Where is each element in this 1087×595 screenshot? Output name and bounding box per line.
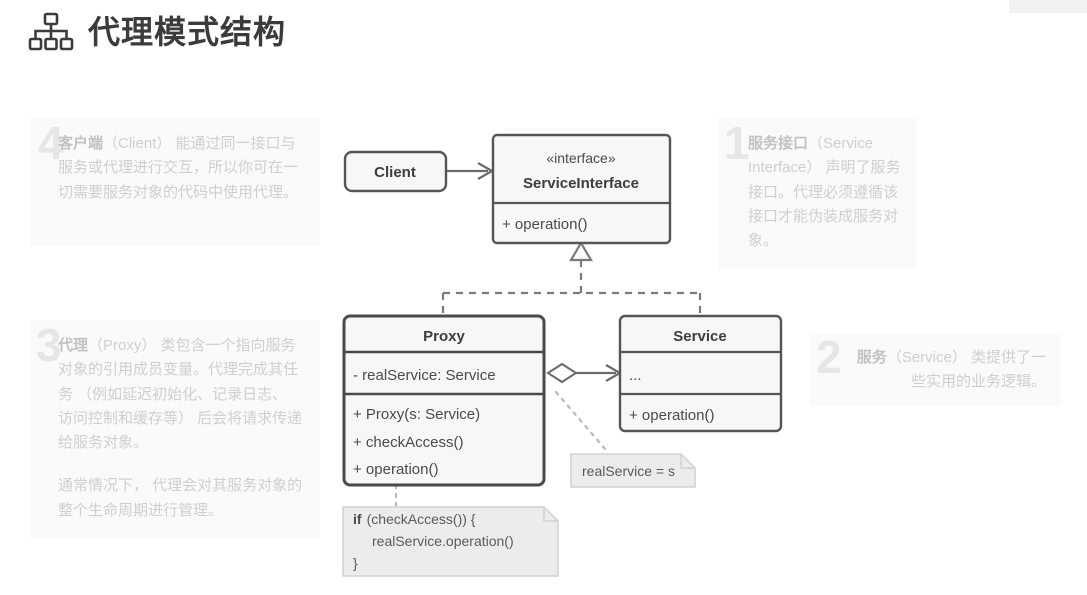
card-paragraph: （Proxy） 类包含一个指向服务对象的引用成员变量。代理完成其任务 （例如延迟… <box>58 337 303 452</box>
class-method-proxy-2: + operation() <box>353 461 438 478</box>
class-method-service-0: + operation() <box>629 407 714 424</box>
class-name-serviceinterface: ServiceInterface <box>523 175 639 192</box>
sitemap-hierarchy-icon <box>28 12 74 51</box>
class-box-serviceinterface[interactable]: «interface» ServiceInterface + operation… <box>491 133 672 245</box>
class-box-client[interactable]: Client <box>343 150 448 193</box>
class-name-proxy: Proxy <box>423 328 465 345</box>
card-paragraph: （Service） 类提供了一些实用的业务逻辑。 <box>886 349 1046 391</box>
card-paragraph: （Service Interface） 声明了服务接口。代理必须遵循该接口才能伪… <box>748 135 901 250</box>
card-number: 3 <box>36 319 62 371</box>
relation-realization-triangle <box>441 240 702 316</box>
class-method-proxy-0: + Proxy(s: Service) <box>353 406 480 423</box>
class-box-service[interactable]: Service ... + operation() <box>618 314 783 433</box>
note-realservice-assignment: realService = s <box>570 453 696 488</box>
relation-client-to-serviceinterface <box>447 162 495 180</box>
class-name-client: Client <box>374 164 416 181</box>
card-number: 2 <box>816 331 842 383</box>
class-stereotype-serviceinterface: «interface» <box>546 150 615 166</box>
note-code-line-2: } <box>353 555 358 571</box>
card-body: 代理（Proxy） 类包含一个指向服务对象的引用成员变量。代理完成其任务 （例如… <box>58 334 304 523</box>
relation-proxy-aggregates-service <box>546 362 623 384</box>
card-term: 客户端 <box>58 135 104 152</box>
note-code-keyword: if <box>353 511 362 527</box>
card-number: 4 <box>38 117 64 169</box>
page-title-row: 代理模式结构 <box>28 12 286 52</box>
info-card-proxy: 3 代理（Proxy） 类包含一个指向服务对象的引用成员变量。代理完成其任务 （… <box>30 320 320 538</box>
note-link-assign <box>554 390 608 452</box>
class-attribute-service-0: ... <box>629 367 642 384</box>
note-code-line-1: realService.operation() <box>372 533 514 549</box>
note-code-line-0: if (checkAccess()) { <box>353 511 476 527</box>
card-paragraph-2: 通常情况下， 代理会对其服务对象的整个生命周期进行管理。 <box>58 477 303 519</box>
note-line-assign-0: realService = s <box>582 463 675 479</box>
info-card-service: 2 服务（Service） 类提供了一些实用的业务逻辑。 <box>810 334 1060 406</box>
card-number: 1 <box>724 117 750 169</box>
info-card-service-interface: 1 服务接口（Service Interface） 声明了服务接口。代理必须遵循… <box>718 118 916 268</box>
card-body: 服务接口（Service Interface） 声明了服务接口。代理必须遵循该接… <box>748 132 902 253</box>
top-right-band <box>1009 0 1087 13</box>
card-term: 服务 <box>856 349 887 366</box>
class-method-proxy-1: + checkAccess() <box>353 434 463 451</box>
card-body: 客户端（Client） 能通过同一接口与服务或代理进行交互，所以你可在一切需要服… <box>58 132 304 205</box>
info-card-client: 4 客户端（Client） 能通过同一接口与服务或代理进行交互，所以你可在一切需… <box>30 118 320 246</box>
class-attribute-proxy-0: - realService: Service <box>353 367 496 384</box>
class-name-service: Service <box>673 328 726 345</box>
note-code-block: if (checkAccess()) { realService.operatio… <box>342 506 559 577</box>
card-term: 代理 <box>58 337 89 354</box>
class-method-serviceinterface-0: + operation() <box>502 216 587 233</box>
card-term: 服务接口 <box>748 135 809 152</box>
card-paragraph: （Client） 能通过同一接口与服务或代理进行交互，所以你可在一切需要服务对象… <box>58 135 299 201</box>
class-box-proxy[interactable]: Proxy - realService: Service + Proxy(s: … <box>342 314 546 487</box>
page-title: 代理模式结构 <box>88 14 287 50</box>
note-code-rest: (checkAccess()) { <box>367 511 476 527</box>
card-body: 服务（Service） 类提供了一些实用的业务逻辑。 <box>844 346 1046 395</box>
